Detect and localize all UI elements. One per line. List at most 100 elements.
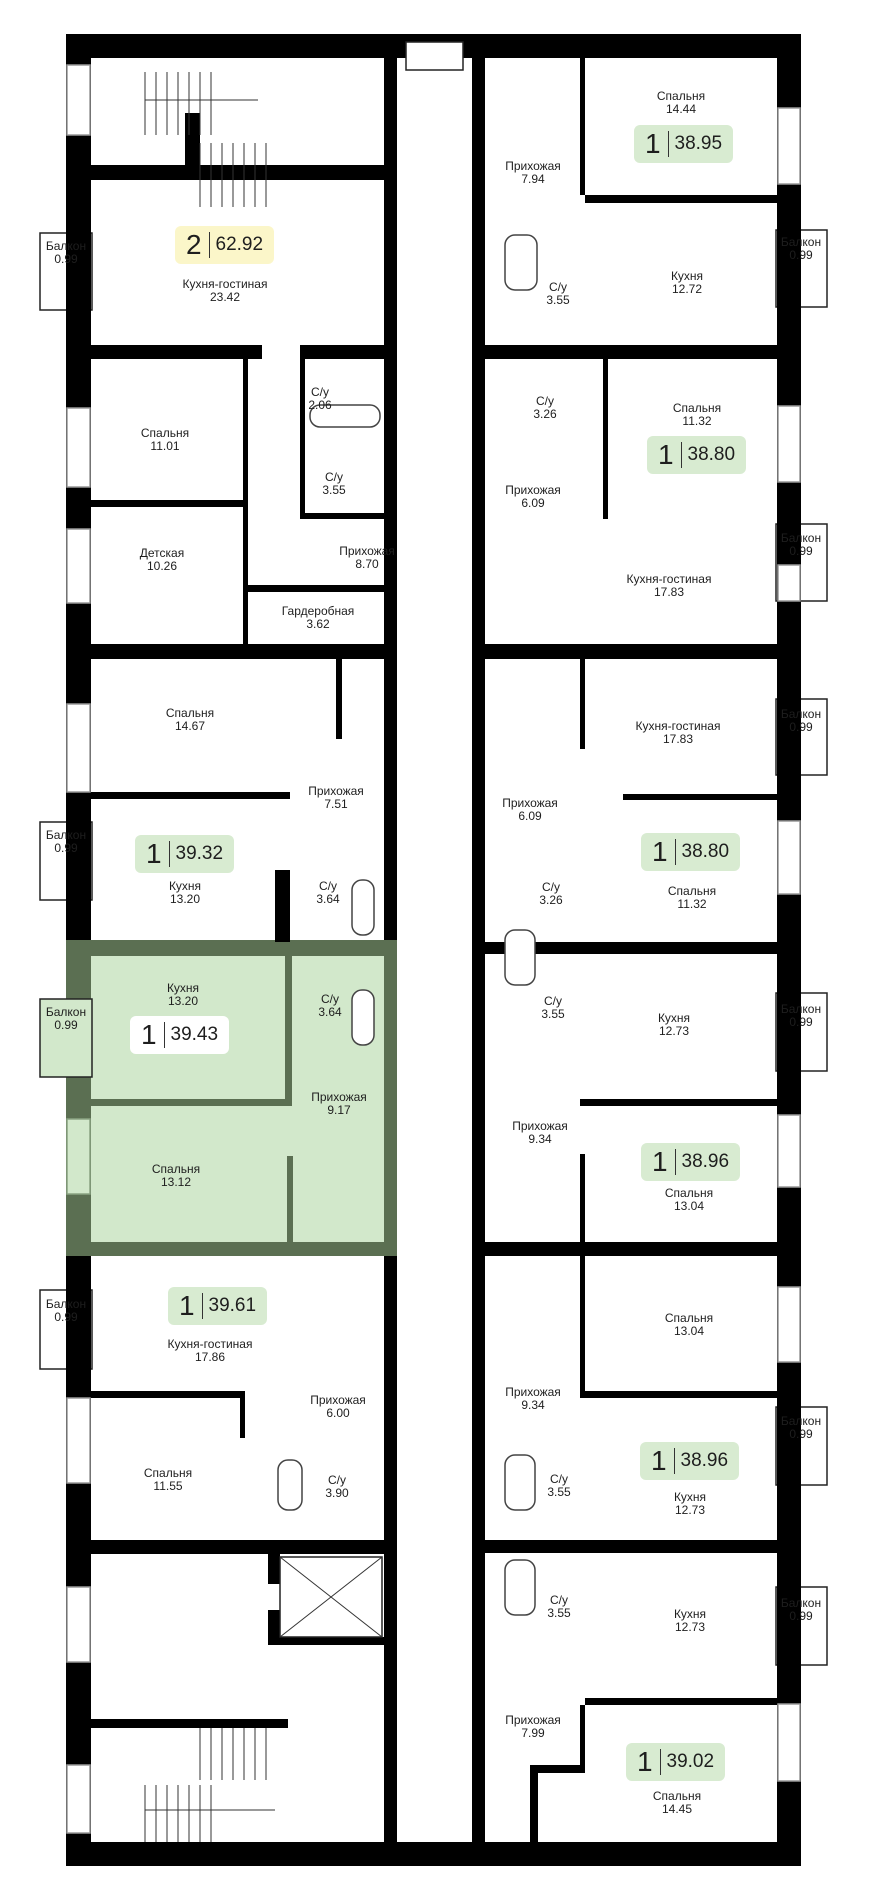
- room-name: Балкон: [780, 1002, 822, 1016]
- wall: [185, 113, 200, 165]
- window: [66, 703, 91, 793]
- wall: [580, 659, 585, 749]
- wall: [580, 1391, 777, 1398]
- room-area: 11.55: [153, 1479, 183, 1493]
- balcony-outline: [39, 998, 93, 1078]
- room-name: Балкон: [45, 1005, 87, 1019]
- room-name: Прихожая: [505, 159, 561, 173]
- room-area: 2.06: [308, 398, 332, 412]
- room-name: С/у: [318, 879, 337, 893]
- room-area: 10.26: [146, 559, 178, 573]
- wall: [485, 942, 777, 954]
- room-name: Кухня: [657, 1011, 691, 1025]
- window: [66, 1764, 91, 1834]
- wall: [240, 1398, 245, 1438]
- window: [777, 820, 801, 895]
- wall: [580, 1256, 585, 1391]
- wall: [91, 345, 262, 359]
- wall: [245, 585, 384, 592]
- room-area: 23.42: [209, 290, 241, 304]
- room-name: Спальня: [151, 1162, 201, 1176]
- room-name: С/у: [535, 394, 554, 408]
- room-area: 7.51: [324, 797, 348, 811]
- room-area: 14.45: [661, 1802, 693, 1816]
- room-area: 13.20: [169, 892, 201, 906]
- room-name: Кухня-гостиная: [182, 277, 268, 291]
- room-area: 8.70: [355, 557, 379, 571]
- room-area: 17.83: [653, 585, 685, 599]
- apartment-total-area: 62.92: [215, 234, 264, 255]
- room-name: Балкон: [45, 828, 87, 842]
- window: [777, 405, 801, 483]
- apartment-room-count: 1: [146, 840, 170, 868]
- room-area: 17.83: [662, 732, 694, 746]
- room-area: 0.99: [54, 1310, 78, 1324]
- wall: [580, 1154, 585, 1242]
- wall: [384, 1256, 397, 1842]
- wall: [91, 165, 384, 180]
- room-name: Прихожая: [505, 1713, 561, 1727]
- room-area: 12.73: [674, 1503, 706, 1517]
- room-name: Спальня: [672, 401, 722, 415]
- wall: [91, 792, 290, 799]
- window: [777, 107, 801, 185]
- room-area: 3.55: [322, 483, 346, 497]
- room-area: 0.99: [789, 544, 813, 558]
- room-area: 3.26: [539, 893, 563, 907]
- room-area: 3.55: [547, 1606, 571, 1620]
- wall: [585, 1698, 777, 1705]
- room-area: 11.32: [677, 897, 707, 911]
- room-name: Гардеробная: [281, 604, 355, 618]
- room-name: Кухня-гостиная: [635, 719, 721, 733]
- room-area: 3.55: [541, 1007, 565, 1021]
- room-name: С/у: [310, 385, 329, 399]
- room-area: 3.62: [306, 617, 330, 631]
- room-name: Прихожая: [308, 784, 364, 798]
- room-area: 7.94: [521, 172, 545, 186]
- room-name: Прихожая: [310, 1393, 366, 1407]
- wall: [777, 34, 801, 1866]
- room-name: Спальня: [143, 1466, 193, 1480]
- room-area: 3.55: [547, 1485, 571, 1499]
- room-name: Прихожая: [502, 796, 558, 810]
- room-area: 0.99: [54, 1018, 78, 1032]
- bathtub-icon: [504, 1454, 536, 1511]
